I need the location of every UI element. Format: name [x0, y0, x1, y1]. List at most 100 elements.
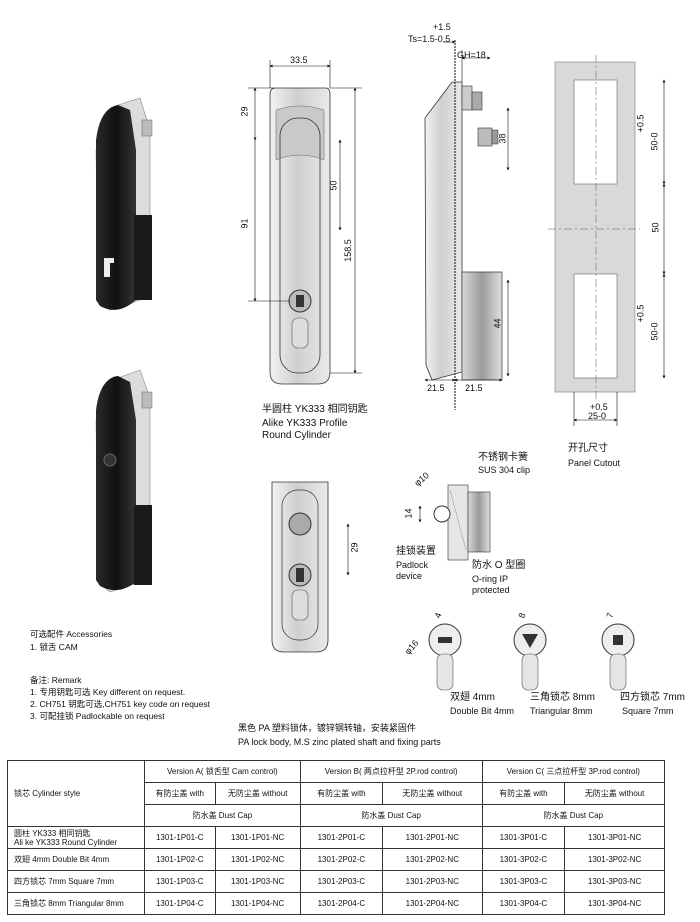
cutout-label-cn: 开孔尺寸 [568, 443, 608, 454]
padlock-detail-view [271, 481, 350, 653]
table-cell: 1301-2P01-NC [382, 826, 483, 849]
product-photo-bottom [95, 369, 153, 593]
table-a-dust-cap: 防水盖 Dust Cap [144, 804, 301, 827]
dim-front-total: 91 [239, 218, 250, 229]
remark-item-3: 3. 可配挂锁 Padlockable on request [30, 711, 165, 721]
table-cell: 1301-1P04-C [144, 892, 216, 915]
table-cell: 1301-1P01-NC [214, 826, 301, 849]
cylinder-label-en-1: Alike YK333 Profile [262, 418, 348, 429]
cylinder-square-view [601, 623, 635, 691]
dim-side-gh: GH=18 [457, 50, 486, 60]
dim-side-21-5-right: 21.5 [465, 383, 483, 393]
table-cell: 1301-1P03-C [144, 870, 216, 893]
table-cell: 1301-3P02-NC [564, 848, 665, 871]
table-version-c: Version C( 三点拉杆型 3P.rod control) [481, 760, 666, 783]
table-b-with: 有防尘盖 with [299, 782, 384, 805]
material-en: PA lock body, M.S zinc plated shaft and … [238, 737, 441, 747]
double-bit-label-cn: 双翅 4mm [450, 692, 495, 703]
table-version-b: Version B( 两点拉杆型 2P.rod control) [299, 760, 483, 783]
table-a-with: 有防尘盖 with [144, 782, 216, 805]
table-cell: 1301-2P03-NC [382, 870, 483, 893]
dim-side-44: 44 [492, 318, 503, 329]
table-row-name: 双翅 4mm Double Bit 4mm [7, 848, 145, 871]
dim-cutout-50-top: 50-0 [649, 132, 660, 151]
accessories-title: 可选配件 Accessories [30, 629, 113, 639]
oring-label-cn: 防水 O 型圈 [472, 560, 526, 571]
table-cell: 1301-3P03-C [481, 870, 566, 893]
table-row: 双翅 4mm Double Bit 4mm 1301-1P02-C 1301-1… [7, 848, 665, 871]
oring-label-en-2: protected [472, 585, 510, 595]
double-bit-label-en: Double Bit 4mm [450, 706, 515, 716]
oring-label-en-1: O-ring IP [472, 574, 509, 584]
accessories-item-1: 1. 锁舌 CAM [30, 642, 78, 652]
material-cn: 黑色 PA 塑料锁体，镀锌钢转轴，安装紧固件 [238, 723, 416, 733]
table-cell: 1301-1P02-C [144, 848, 216, 871]
dim-detail-29: 29 [349, 542, 360, 553]
table-row-header: 锁芯 Cylinder style [7, 760, 145, 827]
cylinder-triangular-view [513, 623, 547, 691]
panel-cutout-view [548, 55, 640, 400]
dim-cutout-tol-1: +0.5 [635, 114, 646, 133]
table-cell: 1301-3P02-C [481, 848, 566, 871]
square-label-en: Square 7mm [622, 706, 674, 716]
dim-cutout-50-mid: 50 [650, 222, 661, 233]
table-c-without: 无防尘盖 without [564, 782, 665, 805]
dim-padlock-14: 14 [403, 508, 414, 519]
dim-side-21-5-left: 21.5 [427, 383, 445, 393]
triangular-label-en: Triangular 8mm [530, 706, 593, 716]
front-view-dimensions [248, 60, 362, 374]
panel-cutout-dimensions [573, 79, 666, 426]
side-view [424, 40, 503, 410]
technical-drawing [95, 40, 666, 691]
table-cell: 1301-3P01-NC [564, 826, 665, 849]
table-cell: 1301-2P03-C [299, 870, 384, 893]
table-c-with: 有防尘盖 with [481, 782, 566, 805]
table-a-without: 无防尘盖 without [214, 782, 301, 805]
dim-front-mid: 50 [328, 180, 339, 191]
front-view [269, 87, 331, 385]
cylinder-double-bit-view [428, 623, 462, 691]
cylinder-label-en-2: Round Cylinder [262, 430, 331, 441]
dim-front-width: 33.5 [290, 55, 308, 65]
cutout-label-en: Panel Cutout [568, 458, 621, 468]
table-b-dust-cap: 防水盖 Dust Cap [299, 804, 483, 827]
table-row-name: 四方锁芯 7mm Square 7mm [7, 870, 145, 893]
remark-item-2: 2. CH751 钥匙可选,CH751 key code on request [30, 699, 211, 709]
table-cell: 1301-3P04-NC [564, 892, 665, 915]
table-cell: 1301-2P04-NC [382, 892, 483, 915]
cylinder-label-cn: 半圆柱 YK333 相同钥匙 [262, 404, 368, 415]
part-number-table: 锁芯 Cylinder style Version A( 锁舌型 Cam con… [7, 760, 666, 915]
padlock-label-cn: 挂锁装置 [396, 546, 436, 557]
table-cell: 1301-1P03-NC [214, 870, 301, 893]
clip-label-cn: 不锈钢卡簧 [478, 452, 528, 463]
dim-cutout-50-bottom: 50-0 [649, 322, 660, 341]
padlock-label-en-2: device [396, 571, 423, 581]
table-c-dust-cap: 防水盖 Dust Cap [481, 804, 666, 827]
table-row-name: 三角锁芯 8mm Triangular 8mm [7, 892, 145, 915]
dim-side-tolerance: +1.5 [433, 22, 451, 32]
triangular-label-cn: 三角锁芯 8mm [530, 692, 595, 703]
table-cell: 1301-1P01-C [144, 826, 216, 849]
table-row: 三角锁芯 8mm Triangular 8mm 1301-1P04-C 1301… [7, 892, 665, 915]
table-cell: 1301-3P01-C [481, 826, 566, 849]
table-version-a: Version A( 锁舌型 Cam control) [144, 760, 301, 783]
side-view-dimensions [424, 40, 510, 382]
table-cell: 1301-2P02-NC [382, 848, 483, 871]
table-cell: 1301-3P03-NC [564, 870, 665, 893]
product-photo-top [95, 97, 153, 311]
dim-front-length: 158.5 [342, 239, 353, 262]
table-cell: 1301-1P04-NC [214, 892, 301, 915]
dim-side-ts: Ts=1.5-0.5 [408, 34, 451, 44]
dim-cutout-width: 25-0 [588, 411, 607, 421]
table-cell: 1301-1P02-NC [214, 848, 301, 871]
dim-cutout-width-tol: +0.5 [590, 402, 608, 412]
table-cell: 1301-3P04-C [481, 892, 566, 915]
clip-label-en: SUS 304 clip [478, 465, 531, 475]
padlock-section-view [418, 484, 491, 561]
padlock-label-en-1: Padlock [396, 560, 429, 570]
table-cell: 1301-2P01-C [299, 826, 384, 849]
dim-side-38: 38 [497, 133, 508, 144]
square-label-cn: 四方锁芯 7mm [620, 692, 685, 703]
